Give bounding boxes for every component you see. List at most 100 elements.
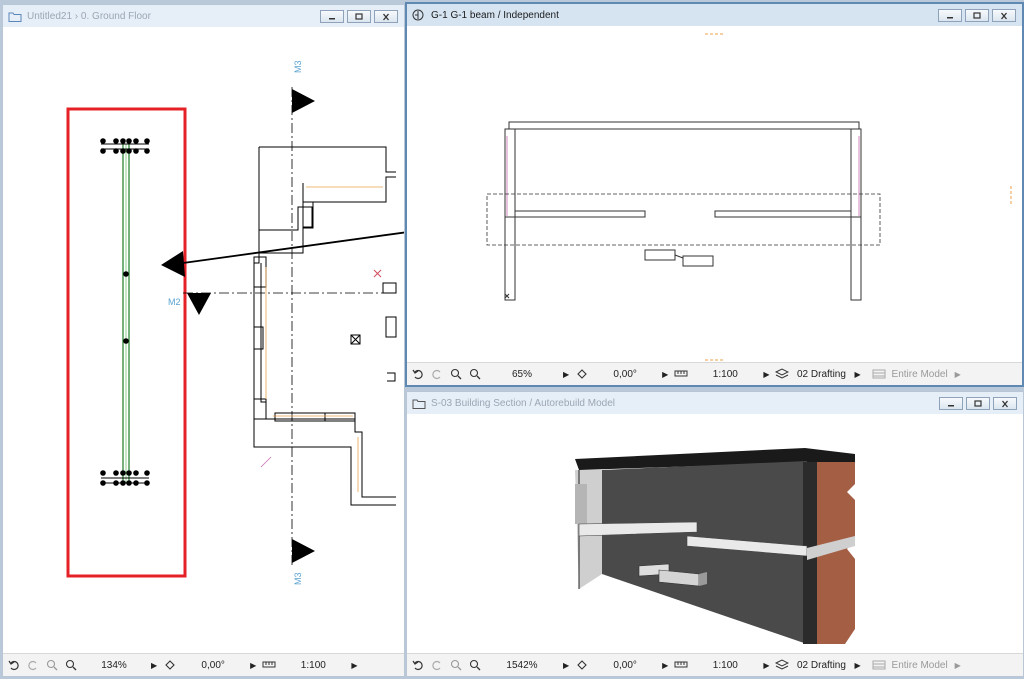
selection-highlight bbox=[66, 107, 187, 578]
model-arrow-icon[interactable]: ▶ bbox=[954, 660, 961, 670]
section-marker-m2 bbox=[187, 293, 211, 315]
model-arrow-icon[interactable]: ▶ bbox=[954, 369, 961, 379]
zoom-fit-icon[interactable] bbox=[467, 657, 483, 673]
layers-icon[interactable] bbox=[774, 366, 790, 382]
model-view-icon[interactable] bbox=[871, 657, 887, 673]
zoom-value[interactable]: 134% bbox=[101, 659, 127, 671]
measure-icon[interactable] bbox=[673, 657, 689, 673]
layer-value[interactable]: 02 Drafting bbox=[797, 659, 846, 671]
section-statusbar: 1542% ▶ 0,00° ▶ 1:100 ▶ 02 Drafting ▶ En… bbox=[407, 653, 1023, 676]
elevation-drawing bbox=[486, 33, 1012, 361]
undo-icon[interactable] bbox=[6, 657, 22, 673]
zoom-arrow-icon[interactable]: ▶ bbox=[151, 660, 158, 670]
plan-canvas[interactable]: M3 M3 M2 bbox=[3, 27, 404, 654]
close-icon bbox=[1002, 400, 1008, 407]
scale-value[interactable]: 1:100 bbox=[300, 659, 326, 671]
orientation-icon[interactable] bbox=[574, 657, 590, 673]
scale-arrow-icon[interactable]: ▶ bbox=[763, 369, 770, 379]
close-icon bbox=[1001, 12, 1007, 19]
elevation-statusbar: 65% ▶ 0,00° ▶ 1:100 ▶ 02 Drafting ▶ Enti… bbox=[407, 362, 1022, 385]
plan-statusbar: 134% ▶ 0,00° ▶ 1:100 ▶ bbox=[3, 653, 404, 676]
undo-icon[interactable] bbox=[410, 657, 426, 673]
zoom-arrow-icon[interactable]: ▶ bbox=[563, 660, 570, 670]
label-m2: M2 bbox=[168, 297, 181, 307]
zoom-in-icon[interactable] bbox=[448, 366, 464, 382]
section-window-title: S-03 Building Section / Autorebuild Mode… bbox=[431, 397, 616, 409]
elevation-window-title: G-1 G-1 beam / Independent bbox=[431, 9, 559, 21]
plan-window: Untitled21 › 0. Ground Floor bbox=[2, 4, 405, 677]
zoom-fit-icon[interactable] bbox=[63, 657, 79, 673]
maximize-icon bbox=[973, 11, 981, 19]
maximize-button[interactable] bbox=[965, 9, 989, 22]
redo-icon[interactable] bbox=[429, 657, 445, 673]
maximize-button[interactable] bbox=[966, 397, 990, 410]
section-window: S-03 Building Section / Autorebuild Mode… bbox=[406, 391, 1024, 677]
building-walls bbox=[253, 146, 397, 506]
scale-arrow-icon[interactable]: ▶ bbox=[763, 660, 770, 670]
zoom-fit-icon[interactable] bbox=[467, 366, 483, 382]
angle-arrow-icon[interactable]: ▶ bbox=[662, 660, 669, 670]
elevation-canvas[interactable] bbox=[407, 26, 1022, 363]
zoom-arrow-icon[interactable]: ▶ bbox=[563, 369, 570, 379]
minimize-icon bbox=[329, 17, 335, 19]
model-view-icon[interactable] bbox=[871, 366, 887, 382]
close-button[interactable] bbox=[374, 10, 398, 23]
layer-arrow-icon[interactable]: ▶ bbox=[854, 660, 861, 670]
measure-icon[interactable] bbox=[673, 366, 689, 382]
angle-arrow-icon[interactable]: ▶ bbox=[662, 369, 669, 379]
section-3d-model bbox=[575, 448, 855, 644]
angle-value[interactable]: 0,00° bbox=[613, 659, 637, 671]
zoom-value[interactable]: 65% bbox=[511, 368, 532, 380]
angle-arrow-icon[interactable]: ▶ bbox=[250, 660, 257, 670]
redo-icon[interactable] bbox=[25, 657, 41, 673]
close-button[interactable] bbox=[993, 397, 1017, 410]
minimize-icon bbox=[948, 404, 954, 406]
layer-arrow-icon[interactable]: ▶ bbox=[854, 369, 861, 379]
measure-icon[interactable] bbox=[261, 657, 277, 673]
minimize-button[interactable] bbox=[320, 10, 344, 23]
plan-window-title: Untitled21 › 0. Ground Floor bbox=[27, 10, 151, 22]
minimize-icon bbox=[947, 16, 953, 18]
orientation-icon[interactable] bbox=[162, 657, 178, 673]
angle-value[interactable]: 0,00° bbox=[613, 368, 637, 380]
model-value[interactable]: Entire Model bbox=[891, 368, 948, 380]
scale-arrow-icon[interactable]: ▶ bbox=[351, 660, 358, 670]
zoom-in-icon[interactable] bbox=[448, 657, 464, 673]
scale-value[interactable]: 1:100 bbox=[712, 659, 738, 671]
elevation-pointer-line bbox=[182, 231, 404, 264]
angle-value[interactable]: 0,00° bbox=[201, 659, 225, 671]
minimize-button[interactable] bbox=[938, 9, 962, 22]
selected-beam bbox=[101, 143, 149, 484]
elevation-window: G-1 G-1 beam / Independent bbox=[405, 2, 1024, 387]
elevation-titlebar[interactable]: G-1 G-1 beam / Independent bbox=[407, 4, 1022, 26]
close-button[interactable] bbox=[992, 9, 1016, 22]
redo-icon[interactable] bbox=[429, 366, 445, 382]
section-marker-m3-top bbox=[292, 89, 315, 113]
elevation-beam-frame bbox=[504, 121, 862, 301]
section-range-box bbox=[486, 193, 881, 246]
layer-value[interactable]: 02 Drafting bbox=[797, 368, 846, 380]
label-m3-top: M3 bbox=[293, 60, 303, 73]
zoom-in-icon[interactable] bbox=[44, 657, 60, 673]
zoom-value[interactable]: 1542% bbox=[506, 659, 538, 671]
minimize-button[interactable] bbox=[939, 397, 963, 410]
elevation-pointer-head bbox=[161, 251, 185, 277]
maximize-icon bbox=[355, 12, 363, 20]
elevation-marker-icon bbox=[412, 9, 426, 21]
section-marker-m3-bottom bbox=[292, 539, 315, 563]
folder-icon bbox=[8, 10, 22, 22]
folder-icon bbox=[412, 397, 426, 409]
undo-icon[interactable] bbox=[410, 366, 426, 382]
model-value[interactable]: Entire Model bbox=[891, 659, 948, 671]
section-canvas[interactable] bbox=[407, 414, 1023, 654]
layers-icon[interactable] bbox=[774, 657, 790, 673]
plan-titlebar[interactable]: Untitled21 › 0. Ground Floor bbox=[3, 5, 404, 27]
label-m3-bottom: M3 bbox=[293, 572, 303, 585]
orientation-icon[interactable] bbox=[574, 366, 590, 382]
maximize-icon bbox=[974, 399, 982, 407]
maximize-button[interactable] bbox=[347, 10, 371, 23]
section-titlebar[interactable]: S-03 Building Section / Autorebuild Mode… bbox=[407, 392, 1023, 414]
scale-value[interactable]: 1:100 bbox=[712, 368, 738, 380]
close-icon bbox=[383, 13, 389, 20]
floor-plan-drawing bbox=[66, 87, 404, 578]
